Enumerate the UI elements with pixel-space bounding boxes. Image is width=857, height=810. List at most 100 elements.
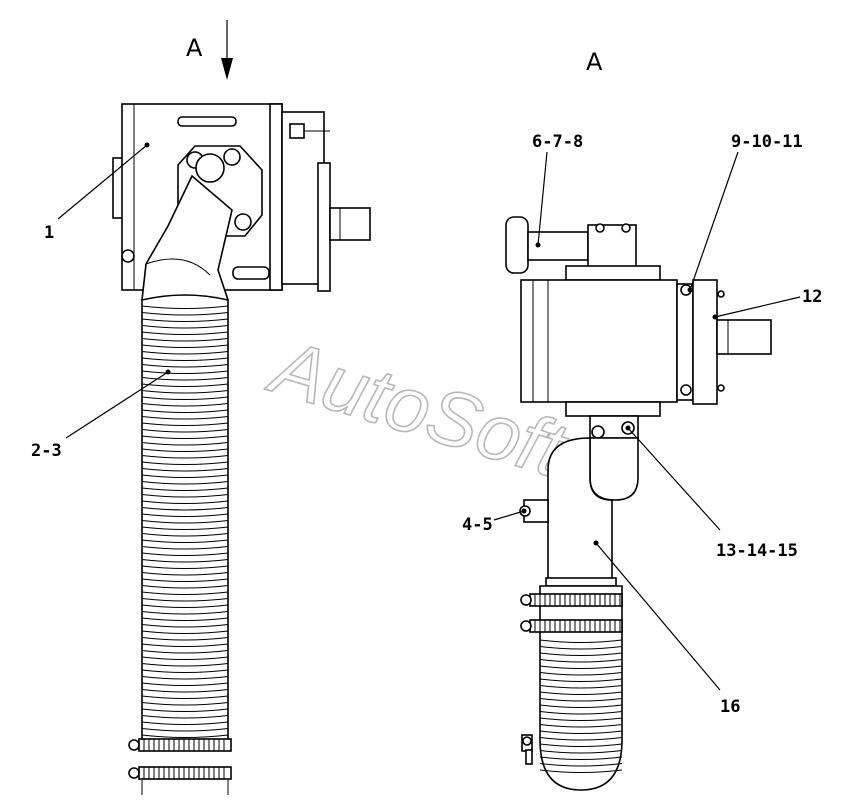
hose-rib [141,656,229,660]
hose-rib [539,646,623,650]
hose-rib [141,715,229,719]
leader-6-7-8 [537,151,548,246]
hose-rib [539,750,623,754]
callout-9-10-11: 9-10-11 [731,132,803,152]
corrugated-hose-left [141,294,229,746]
corrugated-hose-right [520,585,623,791]
hose-rib [539,737,623,741]
hose-rib [141,487,229,491]
hose-rib [141,331,229,335]
hose-rib [141,396,229,400]
hose-rib [141,461,229,465]
hose-rib [141,643,229,647]
hose-rib [141,468,229,472]
hose-rib [141,442,229,446]
hose-rib [539,711,623,715]
hose-rib [141,481,229,485]
hose-rib [539,639,623,643]
hose-rib [141,598,229,602]
hose-rib [141,695,229,699]
left-assembly: A [31,20,371,795]
hose-rib [141,721,229,725]
hose-rib [141,357,229,361]
callout-6-7-8: 6-7-8 [532,132,583,152]
view-label-a-arrow: A [186,34,203,62]
hose-rib [141,507,229,511]
hose-rib [141,344,229,348]
hose-rib [141,734,229,738]
hose-rib [539,717,623,721]
hose-rib [141,604,229,608]
hose-rib [539,685,623,689]
hose-rib [539,678,623,682]
hose-rib [539,769,623,773]
hose-rib [539,724,623,728]
hose-rib [539,672,623,676]
leader-4-5 [493,510,525,521]
hose-rib [539,743,623,747]
hose-rib [141,364,229,368]
hose-rib [141,578,229,582]
callout-1: 1 [44,223,54,243]
hose-rib [539,659,623,663]
hose-rib [141,637,229,641]
hose-rib [141,702,229,706]
callout-2-3: 2-3 [31,441,62,461]
hose-rib [141,565,229,569]
right-assembly: A [462,48,822,791]
hose-rib [141,377,229,381]
top-valve [505,216,661,281]
hose-rib [141,383,229,387]
hose-rib [141,338,229,342]
hose-rib [141,650,229,654]
leader-13-14-15 [627,427,721,531]
hose-rib [539,691,623,695]
hose-rib [141,513,229,517]
hose-rib [141,318,229,322]
hose-rib [141,676,229,680]
hose-rib [141,624,229,628]
hose-rib [141,669,229,673]
leader-1 [57,144,148,220]
hose-rib [141,585,229,589]
hose-rib [141,422,229,426]
callout-4-5: 4-5 [462,515,493,535]
hose-rib [141,312,229,316]
hose-rib [539,763,623,767]
leader-2-3 [65,371,169,439]
hose-rib [539,665,623,669]
view-direction-arrow-head [221,58,233,80]
hose-rib [141,728,229,732]
hose-rib [141,533,229,537]
hose-rib [141,500,229,504]
hose-rib [141,572,229,576]
hose-rib [141,630,229,634]
hose-rib [141,591,229,595]
hose-rib [141,435,229,439]
hose-rib [141,429,229,433]
hose-rib [141,520,229,524]
callout-13-14-15: 13-14-15 [716,541,798,561]
hose-rib [141,448,229,452]
hose-rib [141,552,229,556]
hose-rib [141,526,229,530]
hose-rib [141,351,229,355]
hose-rib [141,663,229,667]
callout-16: 16 [720,697,740,717]
hose-rib [141,689,229,693]
hose-rib [141,546,229,550]
hose-rib [141,708,229,712]
hose-rib [539,704,623,708]
hose-rib [141,416,229,420]
callout-12: 12 [802,287,822,307]
hose-clamps-left [128,738,232,795]
hose-rib [539,698,623,702]
hose-rib [141,474,229,478]
hose-rib [539,652,623,656]
hose-rib [141,611,229,615]
hose-rib [539,756,623,760]
hose-rib [141,403,229,407]
view-label-a-side: A [586,48,603,76]
hose-rib [141,409,229,413]
